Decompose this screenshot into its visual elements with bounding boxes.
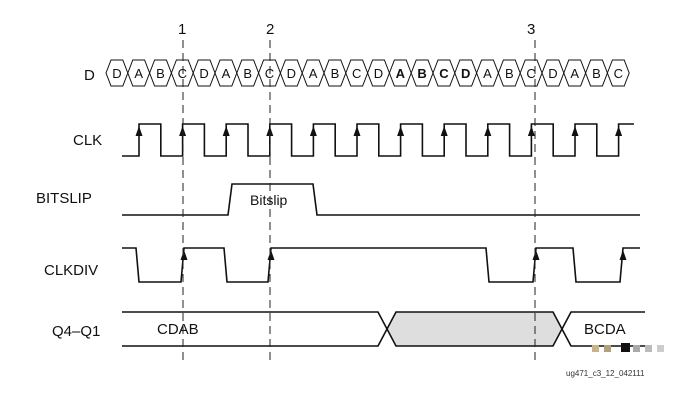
d-cell-label: A	[134, 66, 143, 81]
d-cell-label: A	[396, 66, 406, 81]
clk-edge-arrow	[527, 126, 535, 136]
clk-edge-arrow	[484, 126, 492, 136]
d-cell-label: C	[614, 66, 623, 81]
clk-edge-arrow	[353, 126, 361, 136]
d-cell-label: B	[243, 66, 252, 81]
d-cell-label: B	[331, 66, 340, 81]
d-cell-label: C	[352, 66, 361, 81]
figure-id: ug471_c3_12_042111	[566, 369, 645, 378]
d-cell-label: C	[526, 66, 535, 81]
clkdiv-rising-edge-arrows	[180, 250, 627, 260]
clkdiv-edge-arrow	[180, 250, 188, 260]
d-cell-label: D	[461, 66, 470, 81]
d-cell-label: A	[570, 66, 579, 81]
d-cell-label: C	[439, 66, 449, 81]
clk-waveform	[122, 123, 634, 157]
clk-edge-arrow	[222, 126, 230, 136]
signal-clk-label: CLK	[73, 132, 102, 149]
bitslip-waveform	[122, 183, 640, 216]
clkdiv-edge-arrow	[619, 250, 627, 260]
d-cell-label: D	[199, 66, 208, 81]
d-cell	[606, 59, 630, 87]
clkdiv-edge-arrow	[532, 250, 540, 260]
d-cell-label: B	[156, 66, 165, 81]
clk-edge-arrow	[397, 126, 405, 136]
signal-clkdiv-label: CLKDIV	[44, 262, 98, 279]
d-cell-label: D	[112, 66, 121, 81]
d-cell-label: B	[505, 66, 514, 81]
d-cell-label: D	[374, 66, 383, 81]
d-cell-label: D	[548, 66, 557, 81]
clk-edge-arrow	[571, 126, 579, 136]
d-cell-label: A	[483, 66, 492, 81]
q-value-cdab: CDAB	[157, 321, 199, 338]
d-cell-label: B	[592, 66, 601, 81]
clk-edge-arrow	[440, 126, 448, 136]
marker-1-label: 1	[178, 21, 186, 38]
d-cell-label: A	[222, 66, 231, 81]
d-cell-label: B	[417, 66, 426, 81]
d-cell-label: D	[287, 66, 296, 81]
q-value-bcda: BCDA	[584, 321, 626, 338]
clkdiv-waveform	[122, 247, 640, 283]
clk-edge-arrow	[135, 126, 143, 136]
signal-q-label: Q4–Q1	[52, 323, 100, 340]
signal-d-label: D	[84, 67, 95, 84]
clk-edge-arrow	[615, 126, 623, 136]
d-cell-label: C	[178, 66, 187, 81]
marker-2-label: 2	[266, 21, 274, 38]
bitslip-pulse-label: Bitslip	[250, 192, 288, 208]
d-cell-label: A	[309, 66, 318, 81]
clk-edge-arrow	[309, 126, 317, 136]
clkdiv-edge-arrow	[267, 250, 275, 260]
marker-3-label: 3	[527, 21, 535, 38]
signal-bitslip-label: BITSLIP	[36, 190, 92, 207]
q-bus-transition-region	[386, 311, 563, 347]
d-data-stream: DABCDABCDABCDABCDABCDABC	[105, 59, 630, 87]
watermark-dots	[592, 343, 664, 352]
